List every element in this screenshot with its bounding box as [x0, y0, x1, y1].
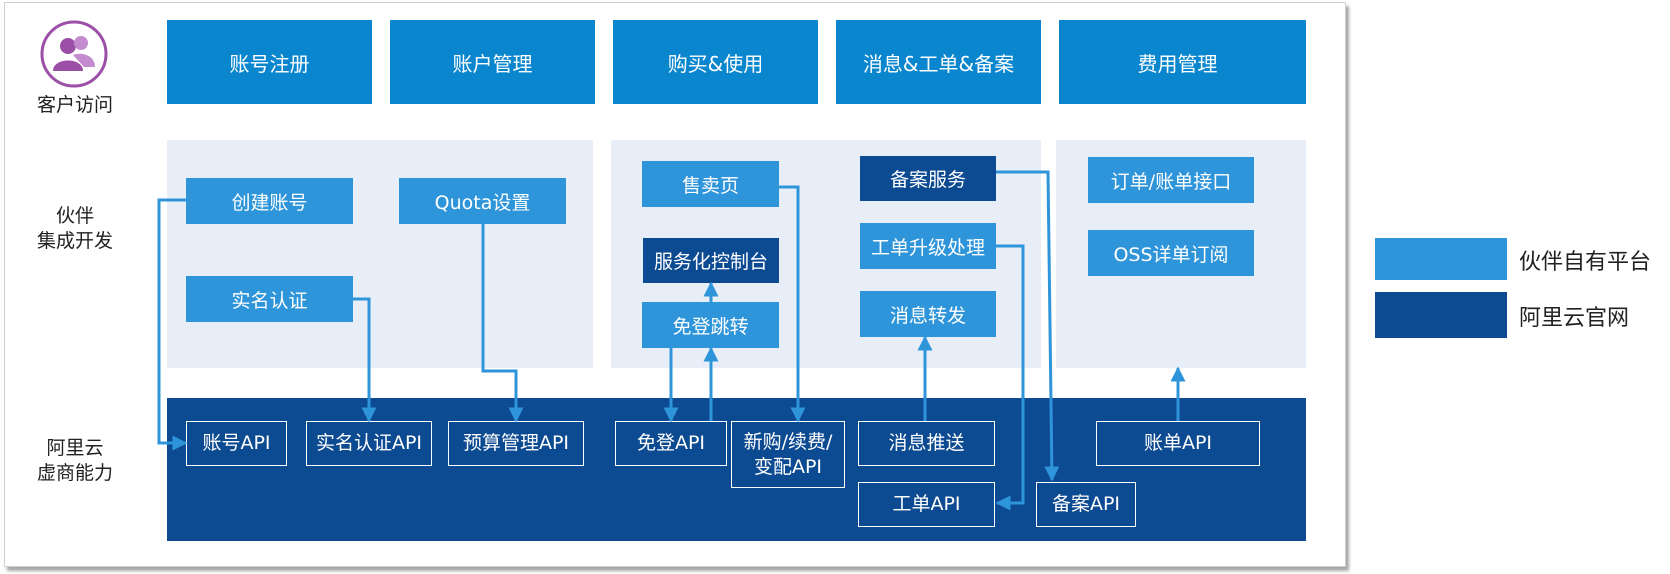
row-label-aliyun-line2: 虚商能力 [36, 462, 113, 484]
avatar [39, 19, 109, 89]
icp-service-box: 备案服务 [860, 156, 996, 201]
legend-label-aliyun: 阿里云官网 [1519, 306, 1630, 331]
real-name-box: 实名认证 [186, 276, 353, 322]
row-label-partner-dev-line1: 伙伴 [55, 205, 94, 227]
stage-purchase-use: 购买&使用 [613, 20, 818, 104]
purchase-api-line2: 变配API [753, 455, 823, 478]
stage-message-ticket-icp: 消息&工单&备案 [836, 20, 1041, 104]
sso-jump-box: 免登跳转 [642, 302, 779, 348]
order-bill-api-box: 订单/账单接口 [1088, 157, 1254, 203]
arrow-real-name-to-real-name-api [353, 297, 377, 423]
create-account-box: 创建账号 [186, 178, 353, 224]
stage-account-registration: 账号注册 [167, 20, 372, 104]
oss-subscription-box: OSS详单订阅 [1088, 230, 1254, 276]
arrow-create-account-to-account-api [157, 198, 188, 451]
ticket-escalation-box: 工单升级处理 [860, 223, 996, 269]
stage-account-management: 账户管理 [390, 20, 595, 104]
message-push-box: 消息推送 [858, 421, 995, 466]
sales-page-box: 售卖页 [642, 161, 779, 207]
row-label-aliyun: 阿里云 虚商能力 [20, 436, 130, 488]
row-label-aliyun-line1: 阿里云 [46, 437, 104, 459]
legend-label-partner: 伙伴自有平台 [1519, 250, 1652, 275]
legend-swatch-aliyun [1375, 292, 1507, 338]
row-label-customer-access: 客户访问 [36, 93, 113, 116]
icp-api-box: 备案API [1036, 482, 1136, 527]
quota-box: Quota设置 [399, 178, 566, 224]
bill-api-box: 账单API [1096, 421, 1260, 466]
purchase-api-box: 新购/续费/ 变配API [731, 421, 845, 488]
stage-billing-label: 费用管理 [1059, 20, 1306, 104]
message-forward-box: 消息转发 [860, 291, 996, 337]
row-label-partner-dev-line2: 集成开发 [36, 230, 113, 252]
user-group-icon [40, 20, 108, 88]
purchase-api-line1: 新购/续费/ [743, 430, 833, 453]
arrow-ticket-escalation-to-ticket-api [995, 244, 1025, 511]
service-console-box: 服务化控制台 [643, 238, 779, 283]
arrow-icp-service-to-icp-api [996, 170, 1060, 482]
legend-swatch-partner [1375, 238, 1507, 280]
row-label-partner-dev: 伙伴 集成开发 [20, 204, 130, 256]
ticket-api-box: 工单API [858, 482, 995, 527]
arrow-sales-page-to-purchase-api [779, 185, 806, 423]
arrow-quota-to-budget-api [481, 224, 524, 423]
